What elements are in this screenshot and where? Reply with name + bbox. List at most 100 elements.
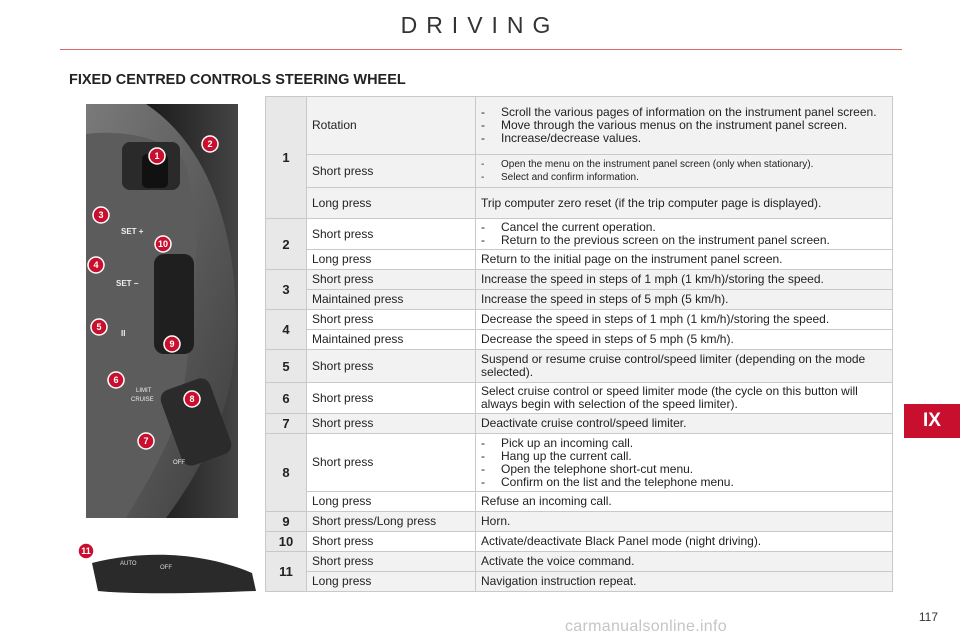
bullet-text: Open the telephone short-cut menu.: [501, 461, 694, 476]
control-number: 5: [265, 349, 307, 383]
callout-6: [107, 371, 125, 389]
set-minus-label: SET −: [116, 279, 139, 288]
light-stalk-illustration: AUTO OFF 11: [77, 542, 256, 594]
limit-label: LIMIT: [136, 388, 152, 394]
callout-1: [148, 147, 166, 165]
description-cell: Horn.: [475, 511, 893, 532]
action-cell: Short press: [306, 413, 476, 434]
action-cell: Long press: [306, 491, 476, 512]
control-number: 6: [265, 382, 307, 414]
steering-wheel-controls-illustration: SET + SET − II LIMIT CRUISE OFF 1 2 3 4 …: [86, 104, 238, 518]
callout-1-number: 1: [154, 151, 159, 161]
description-cell: Trip computer zero reset (if the trip co…: [475, 187, 893, 219]
description-cell: Return to the initial page on the instru…: [475, 249, 893, 270]
action-cell: Long press: [306, 187, 476, 219]
description-cell: Decrease the speed in steps of 1 mph (1 …: [475, 309, 893, 330]
table-row: 6 Short press Select cruise control or s…: [265, 382, 893, 414]
table-row: 10 Short press Activate/deactivate Black…: [265, 531, 893, 552]
section-title: FIXED CENTRED CONTROLS STEERING WHEEL: [69, 72, 406, 88]
control-number: 10: [265, 531, 307, 552]
callout-11-number: 11: [81, 546, 91, 556]
description-cell: -Pick up an incoming call. -Hang up the …: [475, 433, 893, 492]
pause-label: II: [121, 329, 125, 338]
bullet-text: Hang up the current call.: [501, 448, 632, 463]
description-cell: Navigation instruction repeat.: [475, 571, 893, 592]
callout-9-number: 9: [169, 339, 174, 349]
description-cell: Select cruise control or speed limiter m…: [475, 382, 893, 414]
chapter-tab[interactable]: IX: [904, 404, 960, 438]
bullet-text: Pick up an incoming call.: [501, 435, 634, 450]
table-row: 4 Short press Decrease the speed in step…: [265, 309, 893, 350]
callout-5: [90, 318, 108, 336]
stalk-off-label: OFF: [160, 565, 172, 571]
page-number: 117: [918, 610, 938, 624]
callout-10: [154, 235, 172, 253]
bullet-text: Increase/decrease values.: [501, 131, 642, 145]
action-cell: Short press: [306, 218, 476, 250]
bullet-text: Confirm on the list and the telephone me…: [501, 474, 734, 489]
callout-2: [201, 135, 219, 153]
bullet-text: Open the menu on the instrument panel sc…: [501, 159, 814, 170]
callout-3: [92, 206, 110, 224]
action-cell: Short press: [306, 433, 476, 492]
stalk-auto-label: AUTO: [120, 561, 137, 567]
callout-4-number: 4: [93, 260, 98, 270]
action-cell: Short press: [306, 309, 476, 330]
description-cell: Decrease the speed in steps of 5 mph (5 …: [475, 329, 893, 350]
action-cell: Short press: [306, 269, 476, 290]
cruise-label: CRUISE: [131, 397, 154, 403]
table-row: 9 Short press/Long press Horn.: [265, 511, 893, 532]
control-number: 1: [265, 96, 307, 219]
control-number: 2: [265, 218, 307, 270]
description-cell: Increase the speed in steps of 5 mph (5 …: [475, 289, 893, 310]
callout-6-number: 6: [113, 375, 118, 385]
table-row: 3 Short press Increase the speed in step…: [265, 269, 893, 310]
table-row: Short press -Open the menu on the instru…: [266, 154, 893, 188]
control-number: 11: [265, 551, 307, 592]
action-cell: Long press: [306, 571, 476, 592]
callout-3-number: 3: [98, 210, 103, 220]
table-row: 11 Short press Activate the voice comman…: [265, 551, 893, 592]
table-row: 2 Short press -Cancel the current operat…: [265, 218, 893, 270]
table-row: Long press Refuse an incoming call.: [266, 491, 893, 512]
description-cell: Suspend or resume cruise control/speed l…: [475, 349, 893, 383]
description-cell: Increase the speed in steps of 1 mph (1 …: [475, 269, 893, 290]
callout-11: [77, 542, 95, 560]
action-cell: Short press: [306, 349, 476, 383]
description-cell: -Scroll the various pages of information…: [475, 96, 893, 155]
description-cell: -Open the menu on the instrument panel s…: [475, 154, 893, 188]
callout-9: [163, 335, 181, 353]
action-cell: Long press: [306, 249, 476, 270]
bullet-text: Cancel the current operation.: [501, 220, 656, 234]
table-row: 5 Short press Suspend or resume cruise c…: [265, 349, 893, 383]
action-cell: Short press: [306, 382, 476, 414]
description-cell: -Cancel the current operation. -Return t…: [475, 218, 893, 250]
off-label: OFF: [173, 460, 185, 466]
bullet-text: Return to the previous screen on the ins…: [501, 233, 830, 247]
callout-7: [137, 432, 155, 450]
table-row: 1 Rotation -Scroll the various pages of …: [265, 96, 893, 219]
action-cell: Maintained press: [306, 289, 476, 310]
description-cell: Deactivate cruise control/speed limiter.: [475, 413, 893, 434]
callout-7-number: 7: [143, 436, 148, 446]
control-number: 4: [265, 309, 307, 350]
action-cell: Short press/Long press: [306, 511, 476, 532]
callout-8-number: 8: [189, 394, 194, 404]
controls-table: 1 Rotation -Scroll the various pages of …: [265, 96, 893, 592]
description-cell: Activate the voice command.: [475, 551, 893, 572]
description-cell: Activate/deactivate Black Panel mode (ni…: [475, 531, 893, 552]
callout-8: [183, 390, 201, 408]
page-title: DRIVING: [400, 12, 560, 38]
callout-10-number: 10: [158, 239, 168, 249]
control-number: 7: [265, 413, 307, 434]
action-cell: Short press: [306, 531, 476, 552]
bullet-text: Scroll the various pages of information …: [501, 105, 877, 119]
watermark: carmanualsonline.info: [565, 618, 727, 635]
header-divider: [60, 49, 902, 50]
action-cell: Short press: [306, 551, 476, 572]
table-row: Long press Return to the initial page on…: [266, 249, 893, 270]
description-cell: Refuse an incoming call.: [475, 491, 893, 512]
callout-5-number: 5: [96, 322, 101, 332]
table-row: Maintained press Decrease the speed in s…: [266, 329, 893, 350]
callout-4: [87, 256, 105, 274]
